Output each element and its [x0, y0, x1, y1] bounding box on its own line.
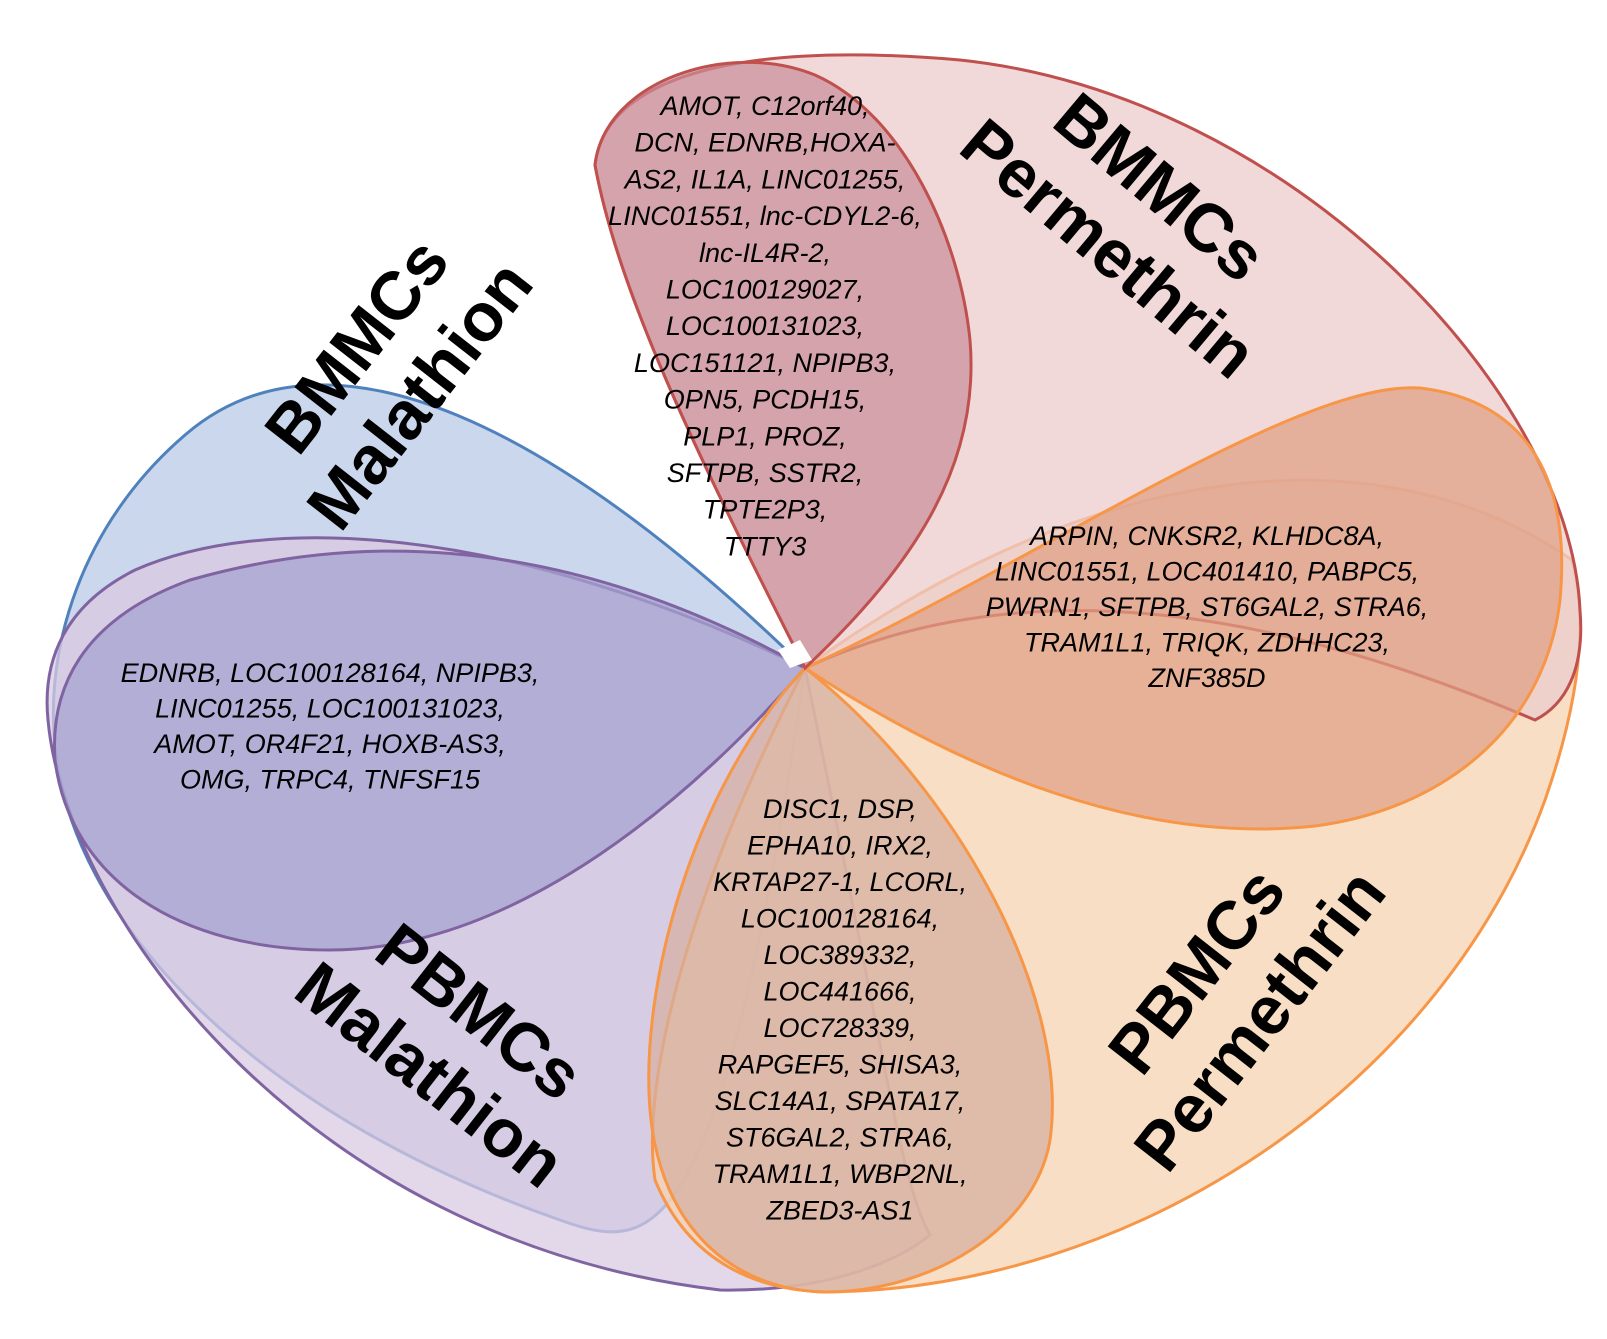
gene-line: LINC01551, lnc-CDYL2-6, [608, 201, 922, 231]
gene-line: SFTPB, SSTR2, [667, 458, 864, 488]
gene-line: DCN, EDNRB,HOXA- [634, 128, 895, 158]
gene-list-pbmc-overlap: DISC1, DSP, EPHA10, IRX2, KRTAP27-1, LCORL… [712, 794, 967, 1226]
gene-line: EDNRB, LOC100128164, NPIPB3, [121, 658, 540, 688]
gene-list-bmmc-overlap: AMOT, C12orf40, DCN, EDNRB,HOXA- AS2, IL1A… [608, 91, 922, 561]
gene-line: LINC01255, LOC100131023, [155, 694, 505, 724]
gene-line: LINC01551, LOC401410, PABPC5, [995, 557, 1419, 587]
gene-line: lnc-IL4R-2, [699, 238, 831, 268]
gene-list-permethrin-overlap: ARPIN, CNKSR2, KLHDC8A, LINC01551, LOC401… [986, 521, 1429, 693]
gene-line: TTTY3 [724, 531, 807, 561]
gene-line: OPN5, PCDH15, [664, 385, 867, 415]
gene-line: AMOT, OR4F21, HOXB-AS3, [152, 729, 506, 759]
gene-line: LOC151121, NPIPB3, [634, 348, 896, 378]
gene-line: RAPGEF5, SHISA3, [718, 1050, 963, 1080]
gene-line: OMG, TRPC4, TNFSF15 [180, 765, 481, 795]
gene-line: LOC100128164, [741, 904, 939, 934]
gene-list-malathion-overlap: EDNRB, LOC100128164, NPIPB3, LINC01255, L… [121, 658, 540, 795]
gene-line: AMOT, C12orf40, [658, 91, 869, 121]
gene-line: AS2, IL1A, LINC01255, [623, 164, 906, 194]
gene-line: EPHA10, IRX2, [747, 831, 933, 861]
gene-line: LOC728339, [763, 1013, 916, 1043]
gene-line: TRAM1L1, TRIQK, ZDHHC23, [1024, 628, 1390, 658]
center-gap [778, 640, 812, 668]
gene-line: ST6GAL2, STRA6, [726, 1123, 954, 1153]
gene-line: ARPIN, CNKSR2, KLHDC8A, [1028, 521, 1384, 551]
gene-line: TPTE2P3, [703, 495, 828, 525]
gene-line: SLC14A1, SPATA17, [715, 1086, 966, 1116]
gene-line: ZNF385D [1147, 663, 1265, 693]
gene-line: LOC441666, [763, 977, 916, 1007]
gene-line: PWRN1, SFTPB, ST6GAL2, STRA6, [986, 592, 1429, 622]
gene-line: LOC100129027, [666, 275, 864, 305]
gene-line: LOC100131023, [666, 311, 864, 341]
gene-line: KRTAP27-1, LCORL, [713, 867, 967, 897]
gene-line: TRAM1L1, WBP2NL, [712, 1159, 967, 1189]
gene-line: ZBED3-AS1 [765, 1196, 913, 1226]
gene-line: LOC389332, [763, 940, 916, 970]
gene-line: DISC1, DSP, [763, 794, 917, 824]
gene-line: PLP1, PROZ, [683, 421, 847, 451]
